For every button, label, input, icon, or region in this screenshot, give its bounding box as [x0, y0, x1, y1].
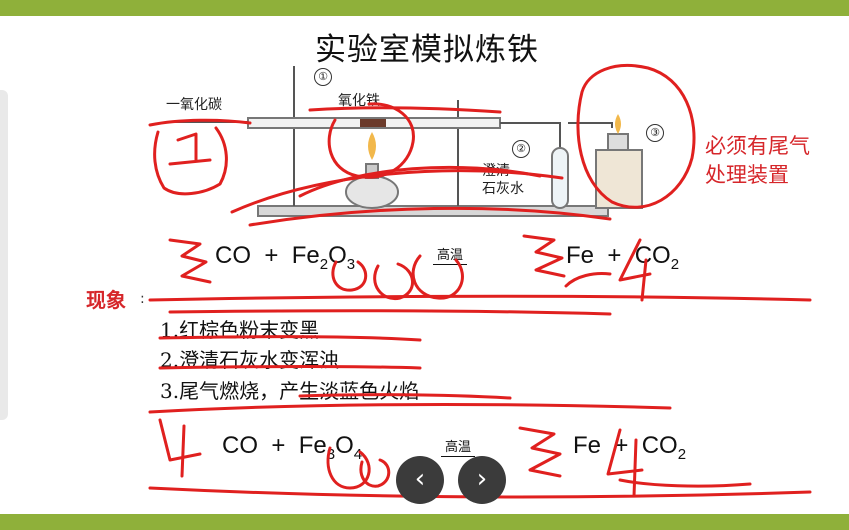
chevron-right-icon: ›	[476, 464, 488, 494]
equation-1-products: Fe + CO2	[566, 242, 679, 273]
marker-3: ③	[646, 124, 664, 142]
eq2-sub-b: 4	[353, 445, 363, 463]
next-slide-button[interactable]: ›	[458, 456, 506, 504]
phenomenon-colon: :	[140, 291, 145, 307]
eq2-sub-a: 3	[326, 445, 336, 463]
eq1-fe-product: Fe	[566, 242, 595, 269]
chevron-left-icon: ‹	[414, 464, 426, 494]
equation-2-reactants: CO + Fe3O4	[222, 432, 362, 463]
label-limewater-line2: 石灰水	[482, 181, 524, 197]
eq1-o: O	[328, 242, 347, 269]
equation-2-condition: 高温	[441, 436, 476, 457]
eq1-plus: +	[264, 242, 279, 269]
marker-1: ①	[314, 68, 332, 86]
phenomenon-label: 现象	[86, 288, 126, 312]
bottom-frame-bar	[0, 514, 849, 530]
eq2-o: O	[335, 432, 354, 459]
label-carbon-monoxide: 一氧化碳	[166, 97, 222, 113]
eq1-sub-a: 2	[319, 255, 329, 273]
eq1-co: CO	[215, 242, 251, 269]
eq1-co2: CO	[634, 242, 671, 269]
eq2-co: CO	[222, 432, 258, 459]
observation-item: 3.尾气燃烧，产生淡蓝色火焰	[160, 379, 420, 403]
marker-2: ②	[512, 140, 530, 158]
eq2-co2-sub: 2	[677, 445, 687, 463]
side-handle[interactable]	[0, 90, 8, 420]
eq1-sub-b: 3	[346, 255, 356, 273]
eq2-fe-product: Fe	[573, 432, 602, 459]
tail-gas-note: 必须有尾气 处理装置	[705, 132, 810, 190]
eq1-plus-2: +	[607, 242, 622, 269]
page-title: 实验室模拟炼铁	[315, 32, 539, 68]
eq2-co2: CO	[641, 432, 678, 459]
tail-gas-note-line1: 必须有尾气	[705, 134, 810, 158]
equation-2-products: Fe + CO2	[573, 432, 686, 463]
top-frame-bar	[0, 0, 849, 16]
prev-slide-button[interactable]: ‹	[396, 456, 444, 504]
tail-gas-note-line2: 处理装置	[705, 163, 789, 187]
eq1-co2-sub: 2	[670, 255, 680, 273]
eq2-plus: +	[271, 432, 286, 459]
equation-1-reactants: CO + Fe2O3	[215, 242, 355, 273]
eq2-fe: Fe	[298, 432, 327, 459]
eq1-fe: Fe	[291, 242, 320, 269]
